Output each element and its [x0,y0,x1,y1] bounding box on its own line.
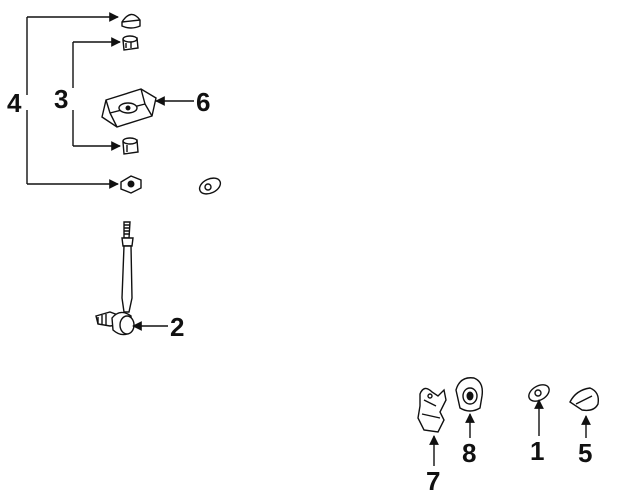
bar-end-left [198,177,222,195]
leader-lines [26,12,591,466]
callout-6: 6 [196,87,210,117]
lower-nut [120,175,142,194]
stabilizer-bushing [455,377,484,412]
bar-bracket [417,387,447,433]
bar-end-right [528,384,550,402]
callout-3: 3 [54,84,68,114]
callout-7: 7 [426,466,440,496]
lower-bushing [122,137,139,155]
callout-2: 2 [170,312,184,342]
upper-bushing [122,35,139,51]
bar-end-clamp [569,387,600,412]
callout-5: 5 [578,438,592,468]
stabilizer-bar [198,136,626,402]
mounting-bracket [101,88,157,128]
stabilizer-link [95,221,135,336]
callout-8: 8 [462,438,476,468]
upper-nut-cap [121,13,141,29]
callout-1: 1 [530,436,544,466]
callout-4: 4 [7,88,22,118]
